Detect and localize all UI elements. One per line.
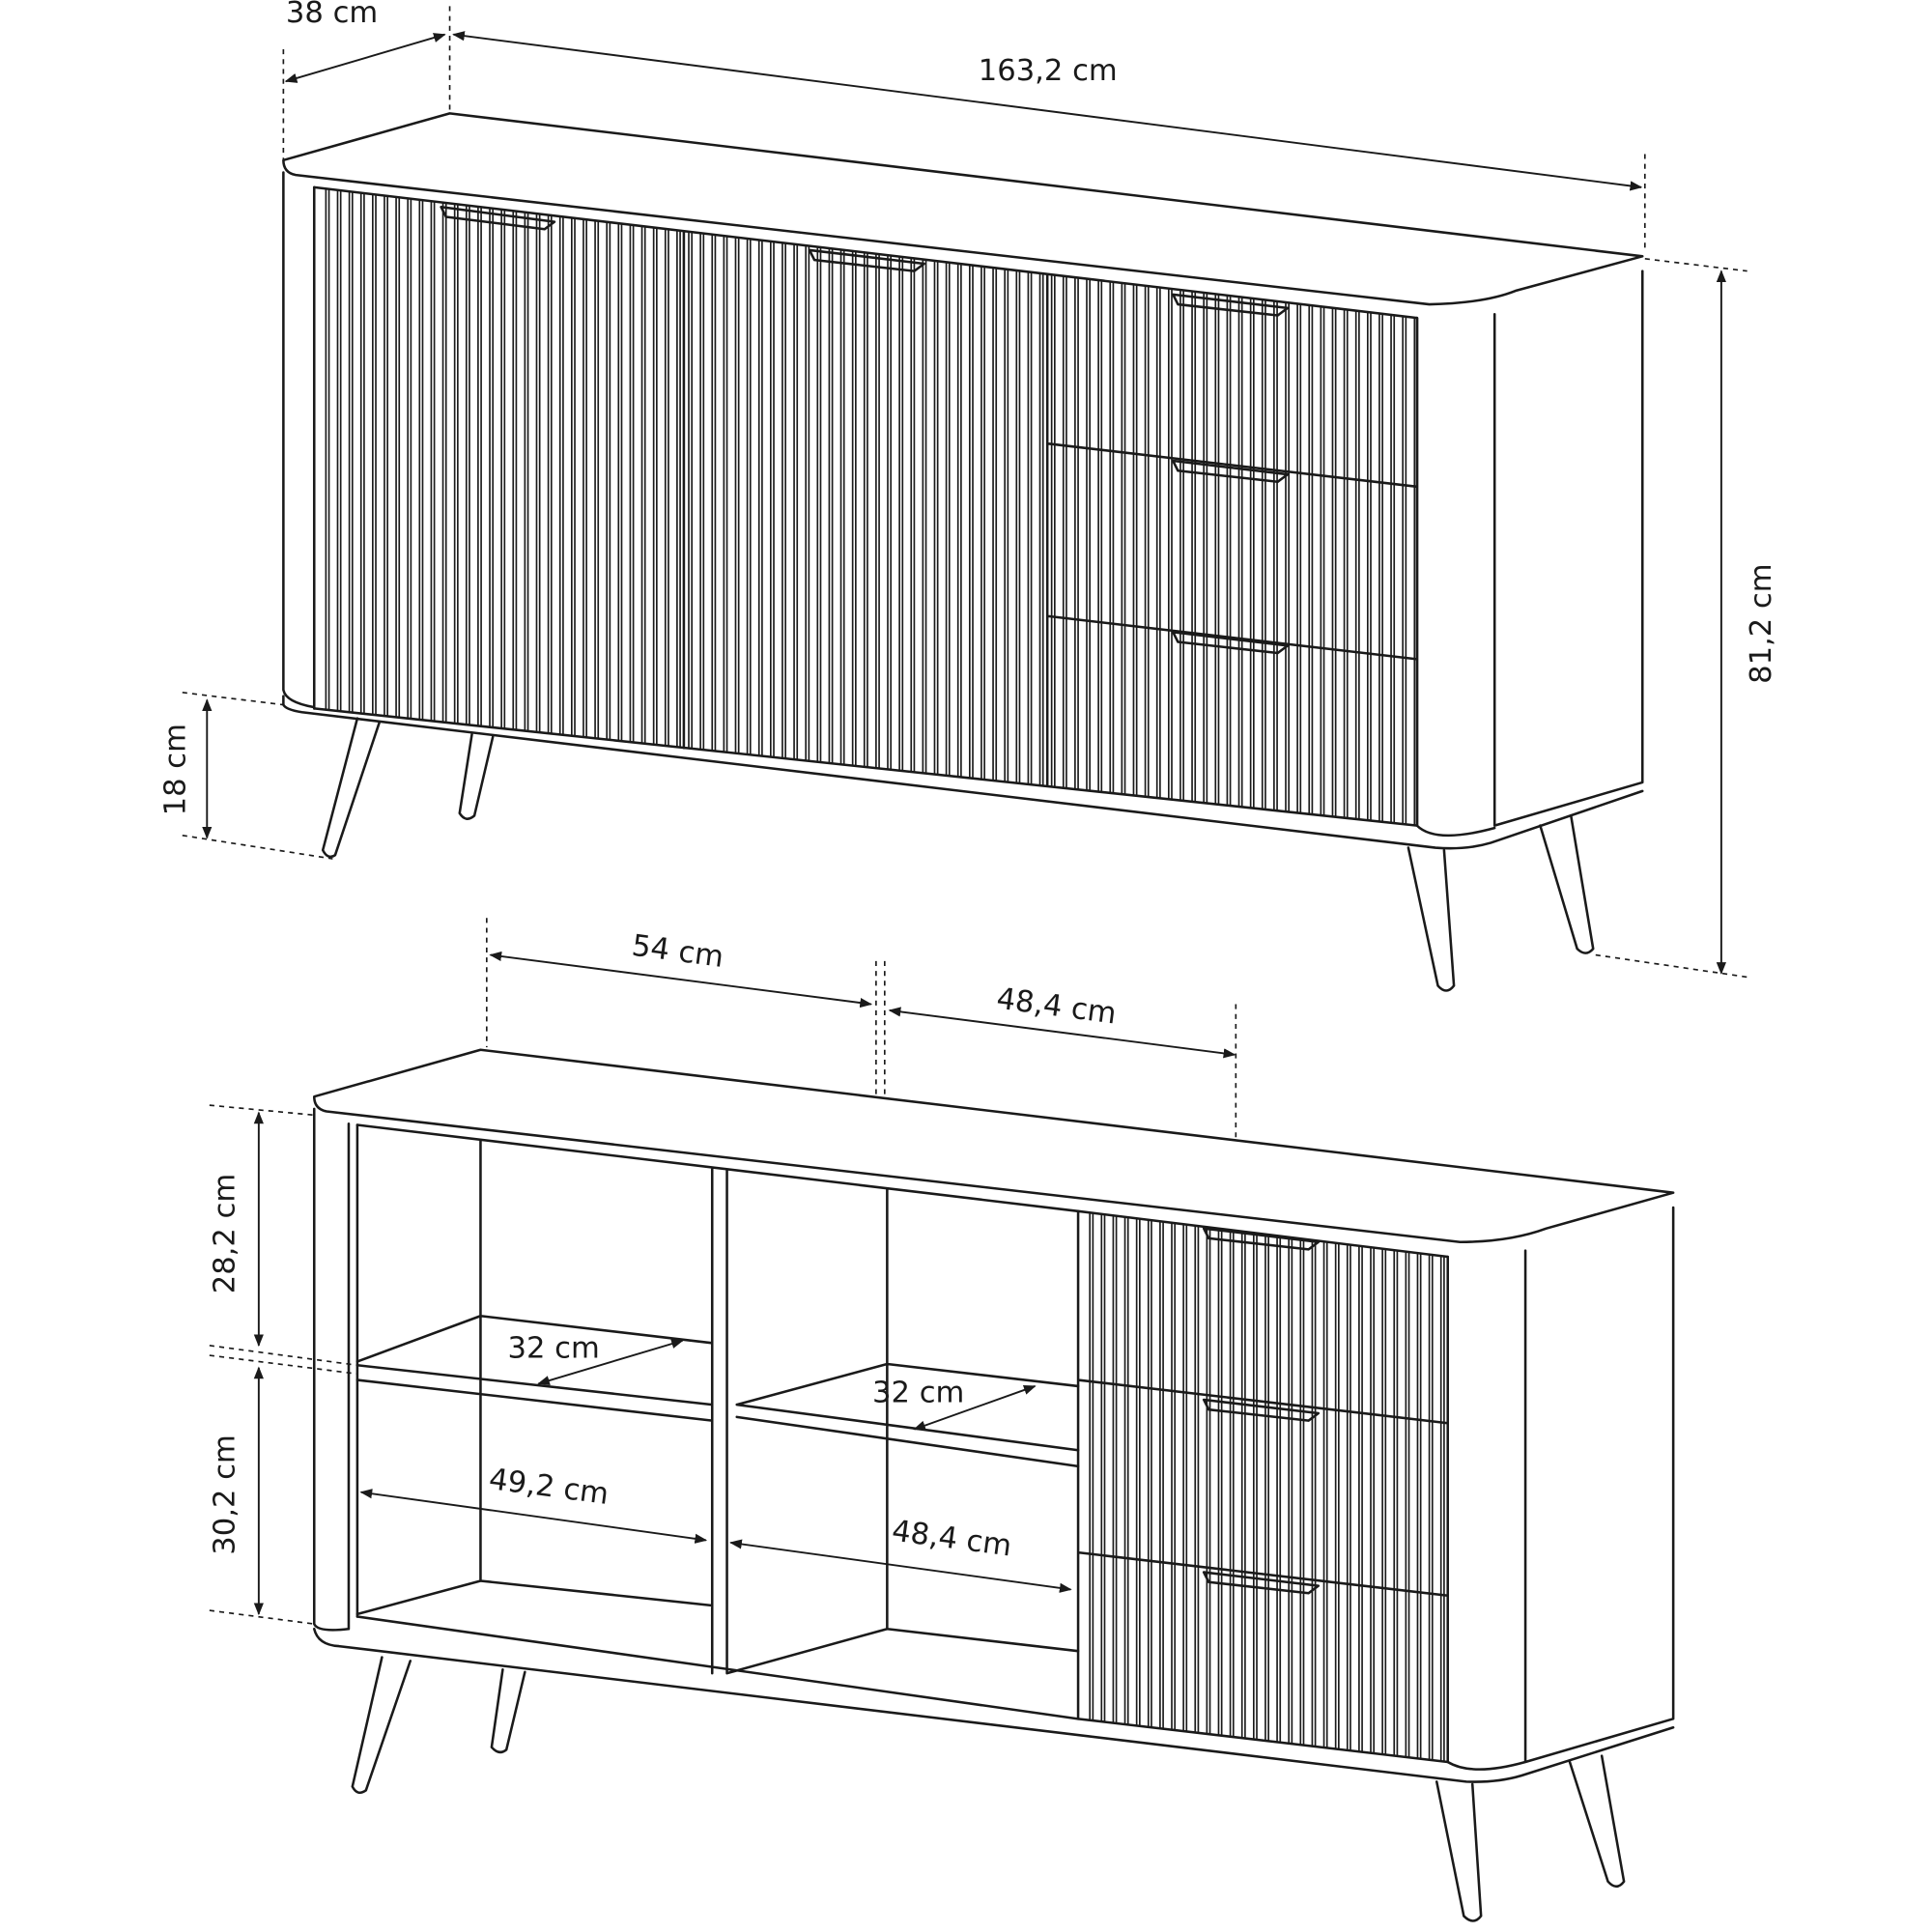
right-end-panel [1446,1206,1675,1771]
interior [355,1123,1080,1720]
handles [1202,1227,1321,1595]
bottom-edge [312,1627,1675,1783]
height-label: 81,2 cm [1745,563,1778,684]
left-inner-width-label: 49,2 cm [487,1463,611,1512]
flute-lines [1089,1212,1445,1762]
sideboard-open [312,1048,1675,1922]
bottom-edge [282,695,1644,850]
left-shelf-depth-label: 32 cm [508,1332,600,1366]
front-frame [312,185,1419,827]
handles [440,206,1290,655]
fluted-drawer-fronts [1089,1212,1445,1762]
top-surface [282,112,1644,306]
bottom-dimensions: 54 cm 48,4 cm 28,2 cm 30,2 cm 32 cm 32 c… [208,918,1237,1625]
middle-shelf-depth-label: 32 cm [872,1377,964,1410]
top-dimensions: 38 cm 163,2 cm 81,2 cm 18 cm [158,0,1778,979]
left-end-panel [282,171,316,710]
fluted-front-panels [325,188,1419,826]
legs [351,1656,1626,1922]
right-end-panel [1415,270,1644,838]
top-surface [312,1048,1675,1243]
width-label: 163,2 cm [979,54,1118,88]
left-compartment-width-label: 54 cm [630,929,725,975]
right-compartment-width-label: 48,4 cm [995,982,1119,1032]
leg-height-label: 18 cm [158,724,192,815]
flute-lines [325,188,1419,826]
drawer-frame [1076,1209,1449,1764]
legs [321,717,1595,992]
upper-height-label: 28,2 cm [208,1174,242,1294]
lower-height-label: 30,2 cm [208,1435,242,1555]
sideboard-closed [282,112,1644,992]
left-end-panel [312,1107,359,1632]
middle-inner-width-label: 48,4 cm [890,1515,1013,1564]
depth-label: 38 cm [286,0,378,30]
